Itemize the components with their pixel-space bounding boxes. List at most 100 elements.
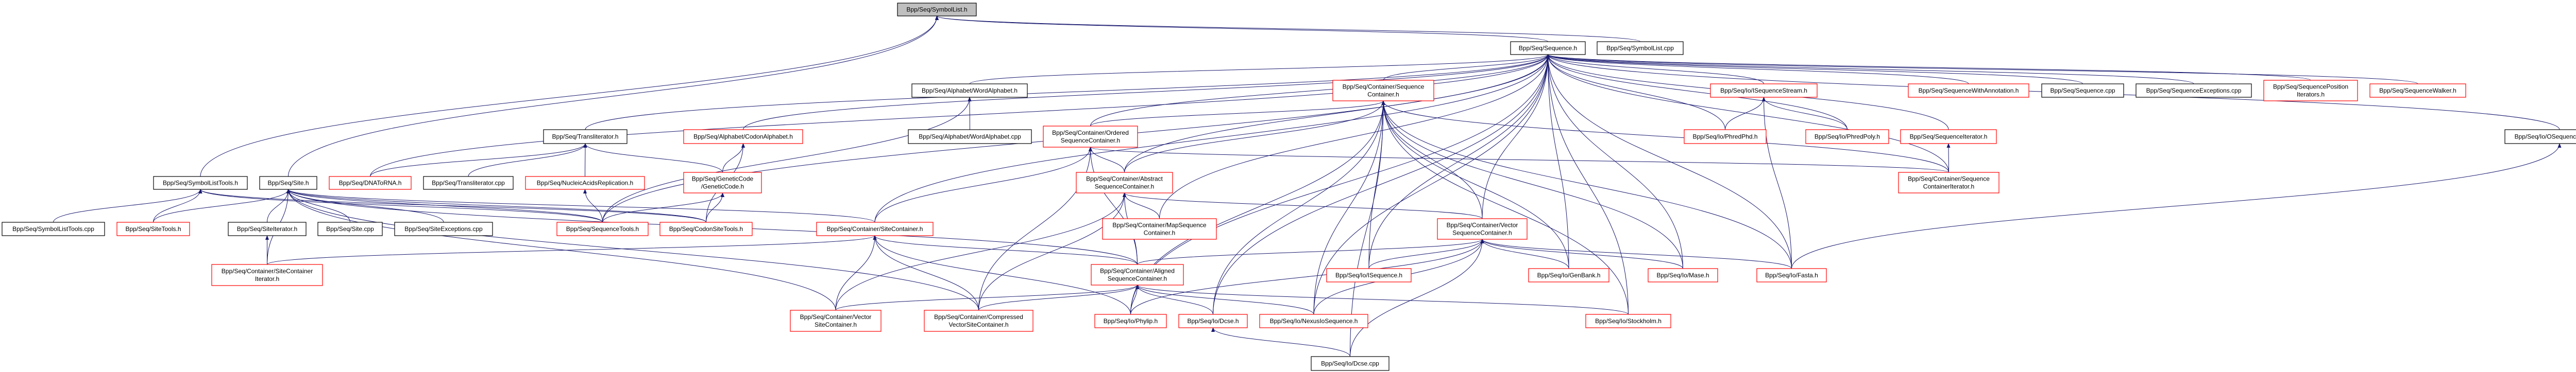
graph-node[interactable]: Bpp/Seq/Transliterator.h	[543, 129, 628, 144]
graph-node[interactable]: Bpp/Seq/NucleicAcidsReplication.h	[525, 176, 645, 190]
node-label: Bpp/Seq/SequencePosition	[2273, 83, 2348, 91]
graph-node[interactable]: Bpp/Seq/SymbolListTools.cpp	[2, 222, 105, 236]
node-box	[1805, 129, 1889, 144]
graph-node[interactable]: Bpp/Seq/Container/AbstractSequenceContai…	[1076, 172, 1173, 193]
graph-node[interactable]: Bpp/Seq/Io/Dcse.h	[1178, 314, 1248, 328]
node-box	[1102, 218, 1217, 240]
graph-node[interactable]: Bpp/Seq/Alphabet/WordAlphabet.h	[911, 83, 1028, 98]
node-box	[259, 176, 317, 190]
graph-node[interactable]: Bpp/Seq/SequenceExceptions.cpp	[2136, 83, 2252, 98]
node-label: Bpp/Seq/SymbolListTools.h	[163, 180, 238, 187]
graph-node[interactable]: Bpp/Seq/Alphabet/WordAlphabet.cpp	[908, 129, 1032, 144]
dependency-edge	[1368, 54, 1550, 269]
graph-node[interactable]: Bpp/Seq/Container/AlignedSequenceContain…	[1091, 264, 1184, 286]
dependency-edge	[286, 189, 979, 311]
graph-node[interactable]: Bpp/Seq/Container/SequenceContainerItera…	[1898, 172, 1999, 193]
graph-node[interactable]: Bpp/Seq/Io/OSequenceStream.h	[2504, 129, 2576, 144]
dependency-edge	[1480, 239, 1792, 269]
graph-node[interactable]: Bpp/Seq/GeneticCode/GeneticCode.h	[683, 172, 762, 193]
node-box	[153, 176, 248, 190]
dependency-edge	[835, 192, 1127, 311]
graph-node[interactable]: Bpp/Seq/Io/PhredPhd.h	[1684, 129, 1767, 144]
dependency-edge	[370, 143, 587, 177]
node-box	[1311, 356, 1389, 371]
graph-node[interactable]: Bpp/Seq/Io/PhredPoly.h	[1805, 129, 1889, 144]
node-label: SiteContainer.h	[815, 321, 857, 328]
node-label: Bpp/Seq/Site.h	[267, 180, 309, 187]
graph-node[interactable]: Bpp/Seq/SequenceWalker.h	[2369, 83, 2466, 98]
dependency-edge	[1090, 100, 1385, 127]
graph-node[interactable]: Bpp/Seq/CodonSiteTools.h	[659, 222, 753, 236]
graph-node[interactable]: Bpp/Seq/SiteExceptions.cpp	[394, 222, 493, 236]
node-label: Bpp/Seq/Io/Dcse.h	[1187, 317, 1239, 325]
graph-node[interactable]: Bpp/Seq/SiteIterator.h	[228, 222, 307, 236]
node-box	[1076, 172, 1173, 193]
dependency-edge	[1313, 54, 1550, 315]
node-box	[816, 222, 934, 236]
graph-node[interactable]: Bpp/Seq/Container/OrderedSequenceContain…	[1043, 126, 1138, 148]
dependency-edge	[1546, 54, 1949, 173]
graph-node[interactable]: Bpp/Seq/Site.cpp	[317, 222, 383, 236]
node-box	[423, 176, 514, 190]
dependency-edge	[1123, 192, 1483, 219]
graph-node[interactable]: Bpp/Seq/Alphabet/CodonAlphabet.h	[683, 129, 803, 144]
graph-node[interactable]: Bpp/Seq/SymbolList.cpp	[1597, 41, 1684, 55]
node-label: Bpp/Seq/Io/PhredPoly.h	[1815, 133, 1880, 140]
node-label: Bpp/Seq/SequenceExceptions.cpp	[2146, 87, 2242, 94]
graph-node[interactable]: Bpp/Seq/Io/Fasta.h	[1756, 268, 1827, 282]
graph-node[interactable]: Bpp/Seq/Container/SiteContainer.h	[816, 222, 934, 236]
dependency-edge	[1480, 239, 1569, 269]
graph-node[interactable]: Bpp/Seq/Io/Dcse.cpp	[1311, 356, 1389, 371]
dependency-edge	[1159, 54, 1550, 219]
node-label: Bpp/Seq/Sequence.h	[1519, 45, 1577, 52]
graph-node[interactable]: Bpp/Seq/Container/CompressedVectorSiteCo…	[924, 310, 1033, 332]
dependency-edge	[1791, 143, 2562, 269]
graph-node[interactable]: Bpp/Seq/SymbolListTools.h	[153, 176, 248, 190]
dependency-edge	[1368, 239, 1484, 269]
node-box	[525, 176, 645, 190]
graph-node[interactable]: Bpp/Seq/Container/VectorSiteContainer.h	[790, 310, 882, 332]
dependency-edge	[1211, 327, 1350, 357]
graph-node[interactable]: Bpp/Seq/Site.h	[259, 176, 317, 190]
graph-node[interactable]: Bpp/Seq/Sequence.h	[1510, 41, 1586, 55]
dependency-edge	[583, 143, 587, 177]
graph-node[interactable]: Bpp/Seq/Container/SiteContainerIterator.…	[211, 264, 323, 286]
dependency-edge	[1546, 54, 1792, 269]
dependency-edge	[935, 15, 1640, 42]
node-label: Bpp/Seq/SiteTools.h	[125, 225, 181, 233]
graph-node[interactable]: Bpp/Seq/Transliterator.cpp	[423, 176, 514, 190]
graph-node[interactable]: Bpp/Seq/Container/SequenceContainer.h	[1332, 80, 1434, 101]
graph-node[interactable]: Bpp/Seq/Io/GenBank.h	[1528, 268, 1609, 282]
graph-node[interactable]: Bpp/Seq/Sequence.cpp	[2041, 83, 2124, 98]
node-box	[329, 176, 412, 190]
graph-node[interactable]: Bpp/Seq/Io/Stockholm.h	[1585, 314, 1671, 328]
dependency-edge	[286, 189, 706, 223]
dependency-edge	[1546, 54, 1629, 315]
node-label: ContainerIterator.h	[1923, 183, 1974, 190]
dependency-edge	[1381, 100, 1569, 269]
graph-node[interactable]: Bpp/Seq/SiteTools.h	[116, 222, 190, 236]
graph-node[interactable]: Bpp/Seq/Io/ISequenceStream.h	[1710, 83, 1818, 98]
graph-node[interactable]: Bpp/Seq/SequenceWithAnnotation.h	[1908, 83, 2029, 98]
dependency-edge	[722, 143, 745, 173]
node-label: Bpp/Seq/Transliterator.h	[552, 133, 619, 140]
dependency-edge	[1546, 54, 2083, 84]
graph-node[interactable]: Bpp/Seq/DNAToRNA.h	[329, 176, 412, 190]
graph-node[interactable]: Bpp/Seq/SequenceIterator.h	[1900, 129, 1997, 144]
dependency-edge	[1546, 54, 2194, 84]
graph-node[interactable]: Bpp/Seq/Io/ISequence.h	[1326, 268, 1412, 282]
graph-node[interactable]: Bpp/Seq/Container/VectorSequenceContaine…	[1437, 218, 1528, 240]
graph-node[interactable]: Bpp/Seq/Io/NexusIoSequence.h	[1259, 314, 1368, 328]
dependency-edge	[1381, 100, 1483, 219]
dependency-edge	[1124, 100, 1385, 173]
node-label: Bpp/Seq/Alphabet/WordAlphabet.h	[922, 87, 1018, 94]
dependency-edge	[1725, 97, 1766, 130]
graph-node[interactable]: Bpp/Seq/Io/Phylip.h	[1094, 314, 1167, 328]
node-box	[2263, 80, 2358, 101]
graph-node[interactable]: Bpp/Seq/SequenceTools.h	[556, 222, 649, 236]
dependency-edge	[602, 192, 725, 223]
graph-node[interactable]: Bpp/Seq/Io/Mase.h	[1648, 268, 1718, 282]
